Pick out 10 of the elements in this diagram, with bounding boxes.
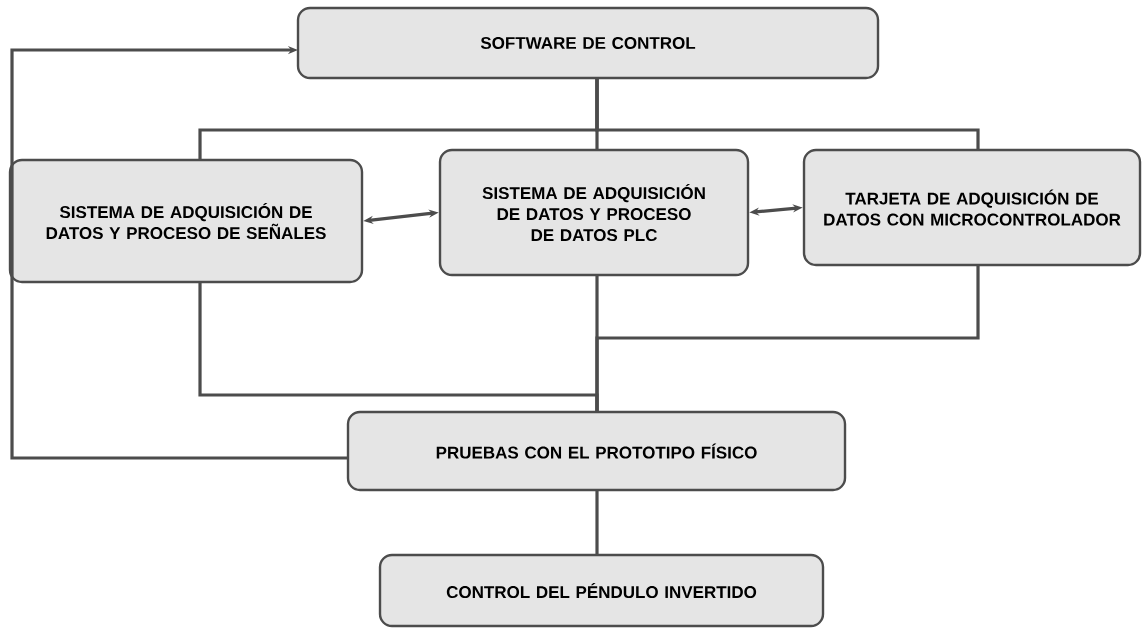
process-box: SOFTWARE DE CONTROL xyxy=(296,6,880,80)
connector xyxy=(10,45,348,460)
connector xyxy=(595,490,599,555)
process-box: PRUEBAS CON EL PROTOTIPO FÍSICO xyxy=(346,410,847,492)
connector xyxy=(595,78,980,150)
connector xyxy=(595,265,980,412)
process-box: SISTEMA DE ADQUISICIÓN DE DATOS Y PROCESO DE SEÑALES xyxy=(8,158,364,284)
process-box: SISTEMA DE ADQUISICIÓN DE DATOS Y PROCESO DE DATOS PLC xyxy=(438,148,750,277)
process-box: TARJETA DE ADQUISICIÓN DE DATOS CON MICROCONTROLADOR xyxy=(802,148,1142,267)
process-box: CONTROL DEL PÉNDULO INVERTIDO xyxy=(378,553,825,628)
